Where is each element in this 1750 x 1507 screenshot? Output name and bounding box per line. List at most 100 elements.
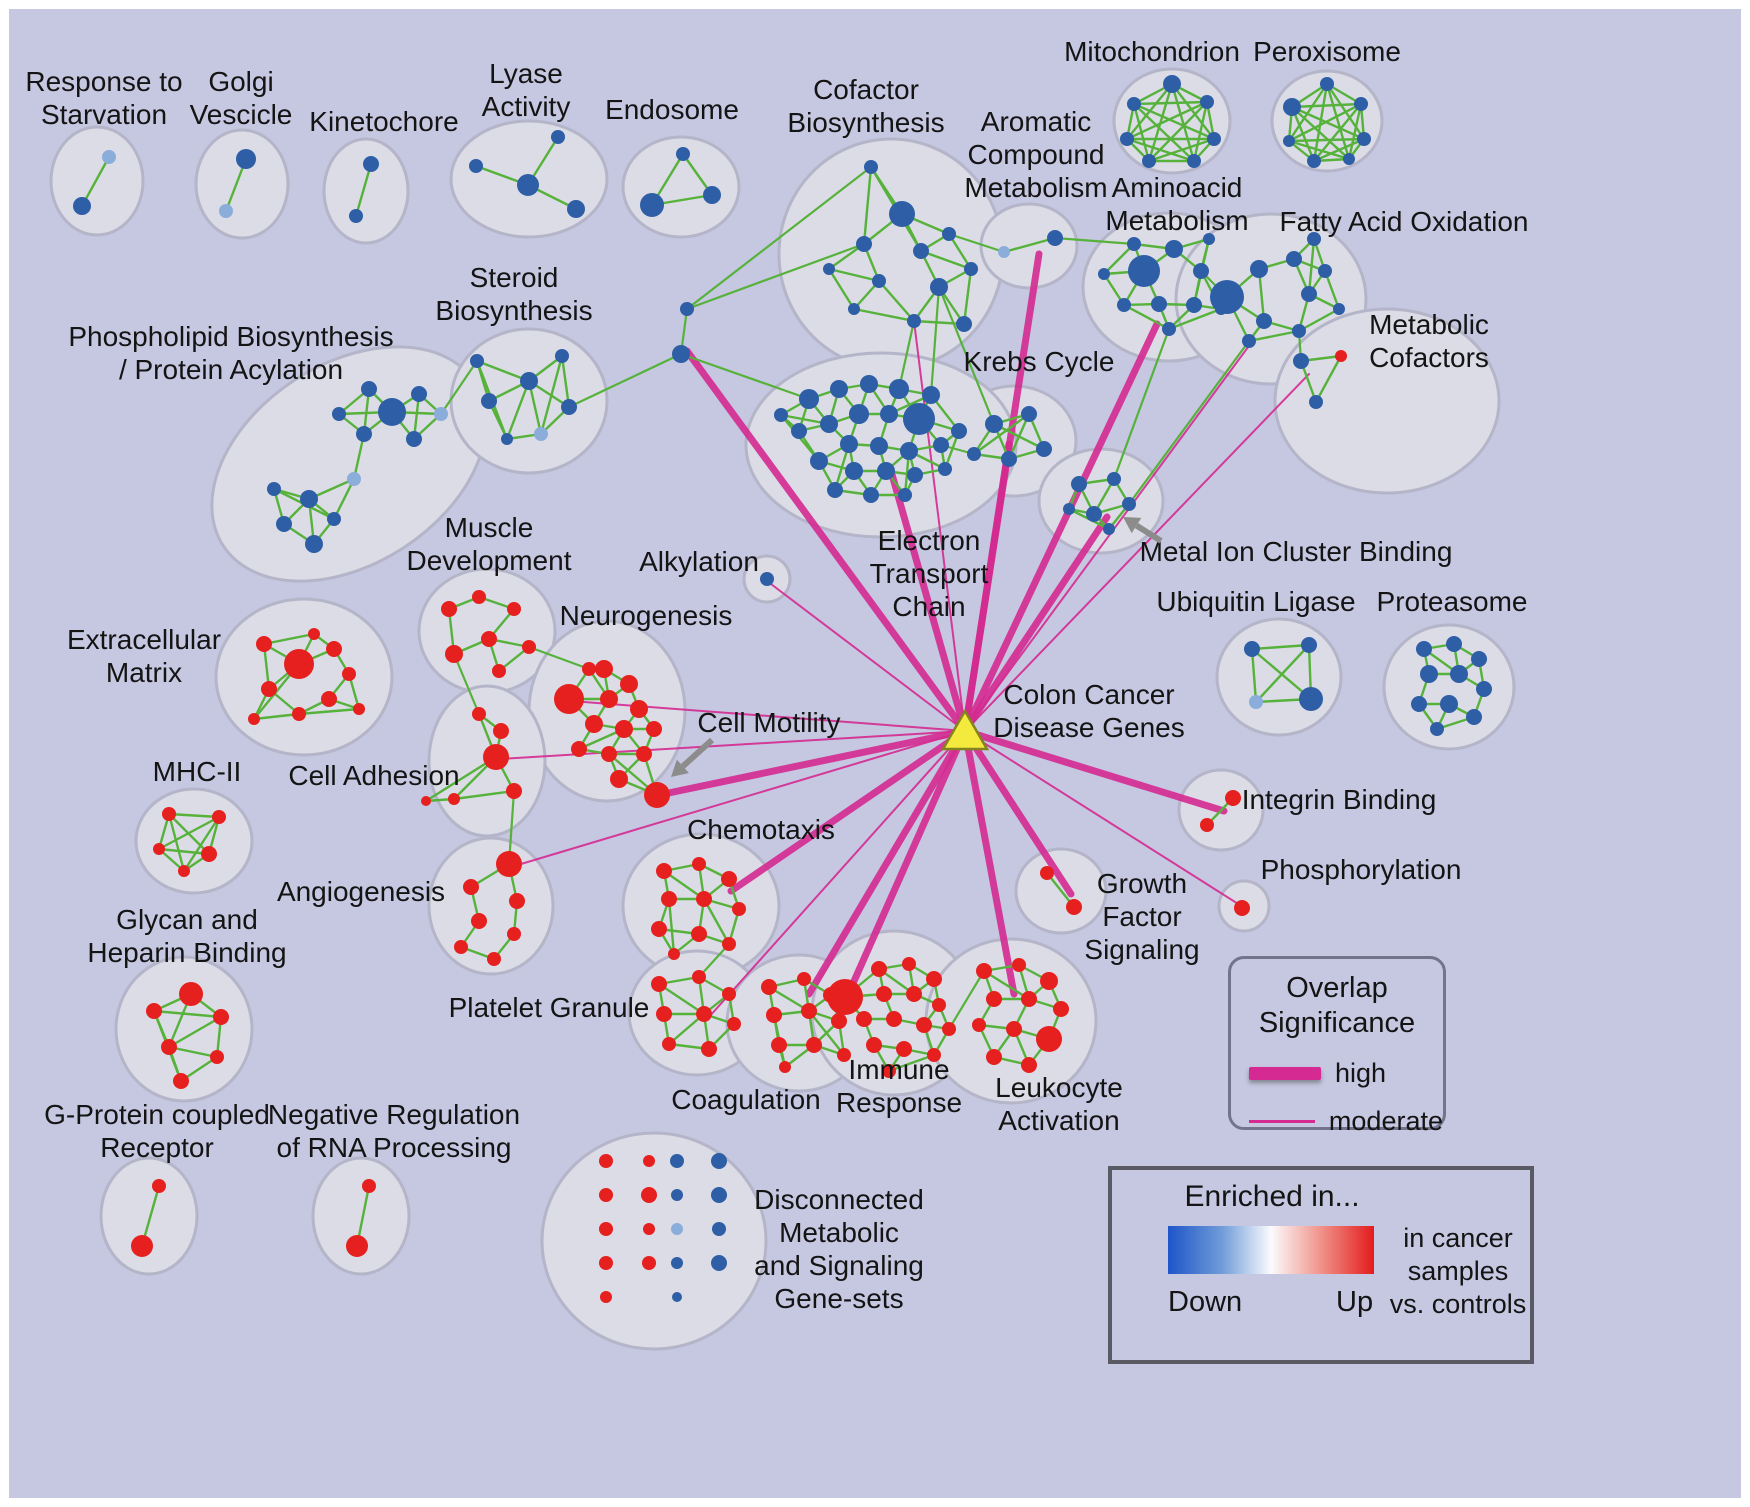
gene-set-node bbox=[599, 1256, 613, 1270]
cell-motility-pointer-arrow bbox=[680, 737, 715, 769]
gene-set-node bbox=[487, 952, 501, 966]
gene-set-edge bbox=[1251, 643, 1310, 651]
gene-set-node bbox=[261, 681, 277, 697]
gene-set-edge bbox=[1288, 102, 1362, 143]
gene-set-edge bbox=[1148, 101, 1208, 162]
gene-set-node bbox=[481, 393, 497, 409]
gene-set-node bbox=[1053, 1001, 1069, 1017]
gene-set-node bbox=[1098, 268, 1110, 280]
gene-set-node bbox=[1040, 866, 1054, 880]
gene-set-node bbox=[321, 691, 337, 707]
gene-set-node bbox=[799, 389, 819, 409]
up-label: Up bbox=[1336, 1286, 1374, 1318]
gene-set-node bbox=[1021, 406, 1037, 422]
gene-set-node bbox=[1120, 132, 1134, 146]
gene-set-edge bbox=[1126, 137, 1195, 163]
gene-set-edge bbox=[1347, 103, 1363, 160]
gene-set-edge bbox=[539, 355, 564, 435]
gene-set-node bbox=[1283, 98, 1301, 116]
gene-set-node bbox=[1446, 636, 1462, 652]
gene-set-node bbox=[507, 602, 521, 616]
gene-set-edge bbox=[878, 280, 915, 322]
gene-set-edge bbox=[1168, 307, 1222, 331]
gene-set-node bbox=[907, 467, 923, 483]
inter-cluster-edge bbox=[686, 242, 865, 311]
cluster-label-angiogenesis: Angiogenesis bbox=[277, 876, 445, 907]
gene-set-node bbox=[1207, 132, 1221, 146]
gene-set-node bbox=[1086, 506, 1102, 522]
cluster-label-kinetochore: Kinetochore bbox=[309, 106, 458, 137]
gene-set-node bbox=[520, 372, 538, 390]
gene-set-node bbox=[1357, 132, 1371, 146]
gene-set-node bbox=[671, 1189, 683, 1201]
enrichment-legend-title: Enriched in... bbox=[1184, 1180, 1360, 1213]
gene-set-node bbox=[651, 921, 667, 937]
gene-set-node bbox=[721, 871, 737, 887]
gene-set-node bbox=[1286, 251, 1302, 267]
gene-set-node bbox=[672, 345, 690, 363]
inter-cluster-edge bbox=[686, 166, 872, 310]
inter-cluster-edge bbox=[698, 943, 730, 978]
cluster-label-endosome: Endosome bbox=[605, 94, 739, 125]
cluster-negative-regulation-rna-processing-boundary bbox=[311, 1156, 411, 1276]
gene-set-node bbox=[1292, 324, 1306, 338]
enrichment-note-line2: samples bbox=[1407, 1256, 1509, 1286]
gene-set-node bbox=[643, 1155, 655, 1167]
gene-set-node bbox=[1318, 264, 1332, 278]
gene-set-node bbox=[308, 628, 320, 640]
gene-set-node bbox=[641, 1187, 657, 1203]
gene-set-node bbox=[791, 423, 807, 439]
cluster-label-alkylation: Alkylation bbox=[639, 546, 759, 577]
gene-set-node bbox=[1466, 709, 1482, 725]
gene-set-node bbox=[680, 302, 694, 316]
gene-set-edge bbox=[1298, 307, 1340, 333]
cluster-golgi-vescicle-boundary bbox=[194, 128, 290, 240]
gene-set-node bbox=[810, 452, 828, 470]
gene-set-node bbox=[672, 1292, 682, 1302]
gene-set-node bbox=[1163, 75, 1181, 93]
gene-set-node bbox=[922, 386, 940, 404]
gene-set-node bbox=[1343, 153, 1355, 165]
gene-set-node bbox=[856, 236, 872, 252]
gene-set-node bbox=[599, 1222, 613, 1236]
gene-set-edge bbox=[1171, 83, 1215, 140]
inter-cluster-edge bbox=[929, 286, 941, 396]
gene-set-edge bbox=[298, 707, 360, 716]
gene-set-node bbox=[1335, 350, 1347, 362]
gene-set-node bbox=[732, 902, 746, 916]
gene-set-node bbox=[951, 423, 967, 439]
gene-set-node bbox=[236, 149, 256, 169]
gene-set-node bbox=[1440, 695, 1458, 713]
gene-set-edge bbox=[853, 307, 915, 323]
gene-set-node bbox=[595, 660, 613, 678]
gene-set-node bbox=[864, 160, 878, 174]
gene-set-node bbox=[305, 535, 323, 553]
gene-set-node bbox=[903, 403, 935, 435]
gene-set-node bbox=[1283, 135, 1295, 147]
gene-set-node bbox=[882, 1064, 896, 1078]
down-label: Down bbox=[1168, 1286, 1243, 1318]
overlap-edges-layer bbox=[498, 250, 1310, 1018]
gene-set-node bbox=[152, 1179, 166, 1193]
gene-set-edge bbox=[168, 812, 220, 819]
cluster-angiogenesis-boundary bbox=[427, 836, 555, 976]
gene-set-node bbox=[551, 130, 565, 144]
gene-set-node bbox=[711, 1187, 727, 1203]
gene-set-nodes-layer bbox=[73, 75, 1492, 1303]
gene-set-node bbox=[926, 971, 942, 987]
gene-set-node bbox=[900, 442, 918, 460]
gene-set-node bbox=[907, 314, 921, 328]
inter-cluster-edge bbox=[948, 232, 1005, 254]
gene-set-node bbox=[696, 1006, 712, 1022]
gene-set-node bbox=[671, 1257, 683, 1269]
gene-set-edge bbox=[560, 355, 571, 408]
gene-set-node bbox=[640, 193, 664, 217]
gene-set-node bbox=[703, 186, 721, 204]
gene-set-edge bbox=[1288, 137, 1365, 143]
cluster-label-cell-motility: Cell Motility bbox=[697, 707, 840, 738]
cluster-label-metal-ion-cluster-binding: Metal Ion Cluster Binding bbox=[1140, 536, 1453, 567]
gene-set-node bbox=[774, 408, 788, 422]
